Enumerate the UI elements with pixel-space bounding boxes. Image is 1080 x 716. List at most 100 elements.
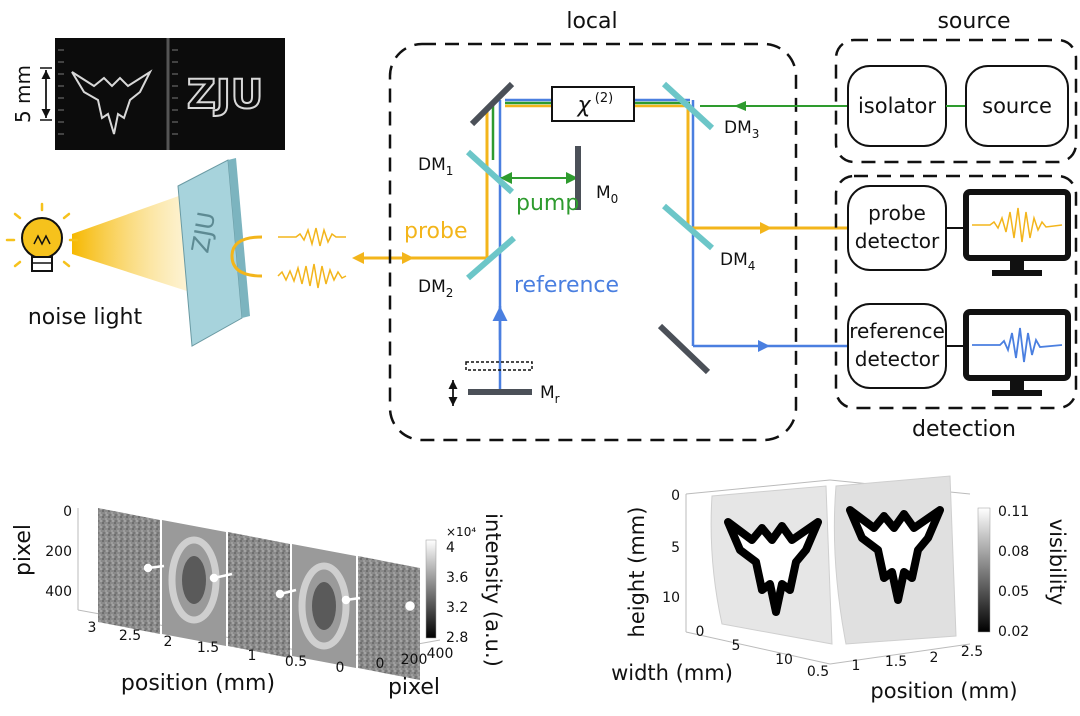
right-xtick-3: 1.5 (885, 654, 907, 670)
intensity-slice-4 (292, 544, 356, 668)
left-cbtick-2: 3.6 (446, 570, 468, 586)
left-ytick-2: 200 (45, 544, 72, 560)
right-cbtick-3: 0.05 (998, 584, 1029, 600)
pump-label: pump (516, 191, 579, 216)
mirror-bottom-right (657, 323, 711, 375)
left-ztick-1: 0 (376, 656, 385, 672)
light-bulb-icon (5, 202, 79, 272)
scale-bar: 5 mm (11, 65, 52, 123)
delay-stage-placeholder (465, 361, 533, 371)
probe-detector-label-2: detector (855, 229, 940, 253)
intensity-slice-3 (228, 532, 290, 658)
probe-arrowhead-left (352, 252, 364, 264)
noise-light-source: noise light (5, 192, 190, 330)
noise-light-label: noise light (28, 305, 143, 330)
right-xtick-2: 1 (852, 658, 861, 674)
dm1-label: DM1 (418, 155, 453, 178)
dichroic-dm2 (466, 235, 516, 281)
left-ztick-2: 200 (401, 652, 428, 668)
reference-detector-box (847, 303, 947, 389)
left-xtick-6: 0.5 (285, 654, 307, 670)
left-xtick-1: 3 (88, 620, 97, 636)
right-xtick-4: 2 (930, 650, 939, 666)
dm3-label: DM3 (724, 118, 759, 141)
eagle-shape-outline (71, 69, 153, 135)
left-zlabel: pixel (388, 675, 440, 700)
visibility-surface-1 (710, 485, 833, 645)
left-cbtick-3: 3.2 (446, 600, 468, 616)
left-ylabel: pixel (11, 524, 36, 576)
right-ztick-3: 10 (775, 652, 793, 668)
source-group-label: source (937, 9, 1010, 34)
source-box (965, 65, 1069, 147)
scale-bar-label: 5 mm (11, 65, 35, 123)
right-cbtick-4: 0.02 (998, 624, 1029, 640)
isolator-label: isolator (858, 94, 936, 118)
local-group-label: local (566, 9, 617, 34)
dichroic-dm3 (661, 81, 715, 131)
reference-label: reference (514, 273, 619, 298)
right-ztick-2: 5 (732, 638, 741, 654)
probe-return-path (230, 227, 347, 289)
dm2-label: DM2 (418, 277, 453, 300)
left-xtick-5: 1 (248, 648, 257, 664)
dichroic-dm1 (465, 149, 515, 195)
left-xtick-4: 1.5 (197, 640, 219, 656)
right-zlabel: width (mm) (611, 661, 733, 685)
left-cbtick-4: 2.8 (446, 630, 468, 646)
reference-detector-label-2: detector (855, 347, 940, 371)
m0-label: M0 (596, 183, 618, 206)
source-label: source (982, 94, 1052, 118)
local-beams (485, 98, 848, 392)
probe-label: probe (404, 219, 468, 244)
intensity-colorbar-exponent: ×10⁴ (446, 525, 476, 539)
dm4-label: DM4 (720, 250, 755, 273)
intensity-slice-1 (98, 508, 160, 634)
visibility-colorbar (977, 507, 991, 633)
right-ytick-3: 10 (662, 590, 680, 606)
probe-waveform-clean (278, 227, 346, 247)
probe-waveform-noisy (277, 263, 347, 289)
source-group-box (834, 38, 1078, 164)
right-cbtick-1: 0.11 (998, 504, 1029, 520)
mirror-top-left (469, 81, 515, 127)
visibility-plot: 0 5 10 height (mm) 0 5 10 width (mm) 0.5… (611, 475, 1069, 703)
left-xtick-3: 2 (164, 634, 173, 650)
right-ztick-1: 0 (696, 624, 705, 640)
right-ytick-2: 5 (671, 540, 680, 556)
light-cone (72, 192, 190, 292)
probe-arrowhead-right (402, 252, 414, 264)
chi2-crystal: χ (2) (551, 86, 635, 122)
left-xtick-7: 0 (336, 660, 345, 676)
intensity-colorbar (425, 539, 437, 639)
left-cbtick-1: 4 (446, 540, 455, 556)
sample-plate: ZJU (177, 158, 250, 347)
local-group-box (388, 42, 798, 442)
right-xtick-5: 2.5 (961, 644, 983, 660)
right-cbtick-2: 0.08 (998, 544, 1029, 560)
intensity-stack-plot: 0 200 400 pixel 3 2.5 2 1.5 1 0.5 0 posi… (11, 504, 505, 700)
probe-monitor-icon (963, 189, 1071, 276)
left-ytick-3: 400 (45, 584, 72, 600)
probe-detector-box (847, 185, 947, 271)
reference-monitor-icon (963, 309, 1071, 396)
dichroic-dm4 (662, 203, 714, 251)
visibility-colorbar-label: visibility (1045, 519, 1069, 606)
right-xlabel: position (mm) (870, 679, 1017, 703)
probe-detector-label-1: probe (868, 201, 926, 225)
visibility-surface-2 (833, 475, 957, 645)
left-ztick-3: 400 (427, 646, 454, 662)
reference-detector-label-1: reference (849, 319, 945, 343)
detection-group-label: detection (912, 417, 1016, 442)
right-ytick-1: 0 (671, 488, 680, 504)
left-xtick-2: 2.5 (119, 628, 141, 644)
detection-group-box (834, 174, 1078, 410)
mr-label: Mr (540, 383, 560, 406)
sample-photo-inset: ZJU (55, 38, 285, 150)
intensity-slice-5 (358, 556, 420, 680)
right-ylabel: height (mm) (625, 507, 649, 638)
chi2-superscript: (2) (595, 91, 613, 106)
zju-logo-text: ZJU (187, 72, 263, 118)
left-xlabel: position (mm) (121, 671, 275, 696)
